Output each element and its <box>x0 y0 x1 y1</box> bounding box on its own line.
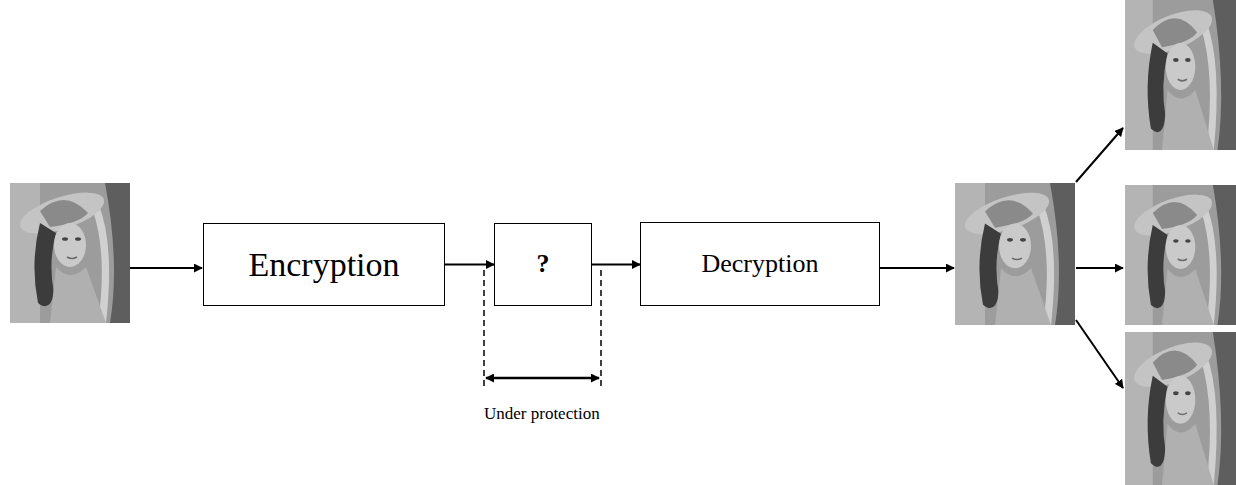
box-label: ? <box>537 250 550 279</box>
branch-arrow <box>1076 320 1123 388</box>
annotation-label: Under protection <box>482 405 602 424</box>
box-label: Decryption <box>702 250 819 279</box>
dashed-guide <box>600 270 602 390</box>
process-box: ? <box>494 223 592 306</box>
branch-arrow <box>1076 267 1123 269</box>
flow-arrow <box>592 264 640 266</box>
process-box: Decryption <box>640 222 880 306</box>
span-arrow <box>486 377 599 380</box>
decrypted-image <box>955 183 1075 325</box>
process-box: Encryption <box>203 223 445 306</box>
input-arrow <box>130 267 202 269</box>
output-image <box>1125 185 1236 325</box>
branch-arrow <box>1076 128 1123 182</box>
input-image <box>10 183 130 323</box>
flow-arrow <box>445 264 494 266</box>
output-image <box>1125 0 1236 150</box>
output-image <box>1125 332 1236 485</box>
dashed-guide <box>483 270 485 390</box>
box-label: Encryption <box>248 246 399 283</box>
output-arrow <box>880 267 954 269</box>
